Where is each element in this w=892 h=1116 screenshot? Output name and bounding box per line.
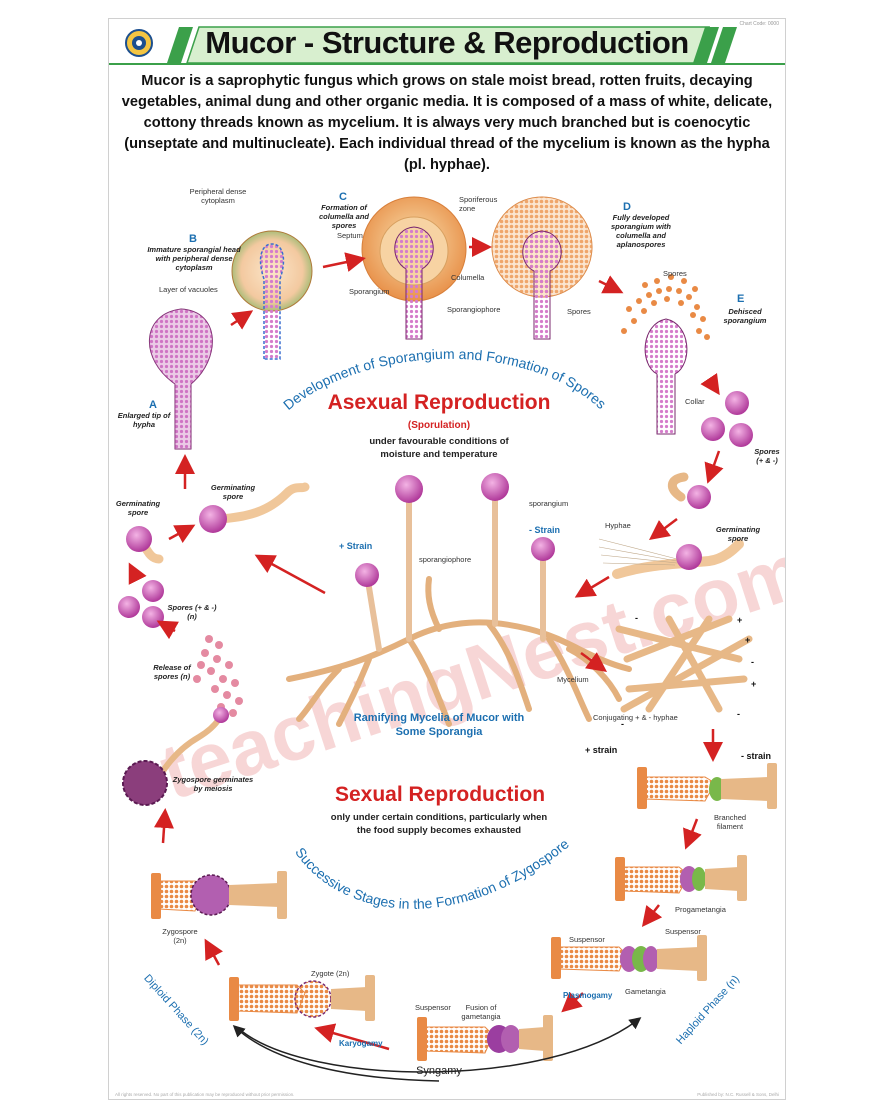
stage-c-columella <box>361 196 467 340</box>
germinating-zygospore <box>122 707 229 806</box>
label-minus-strain: - Strain <box>529 525 561 535</box>
step-b-label: Immature sporangial head with peripheral… <box>147 245 241 272</box>
label-progametangia: Progametangia <box>675 905 726 914</box>
label-minus-strain-sexual: - strain <box>741 751 772 761</box>
stage-b-immature-sporangium <box>231 230 313 360</box>
header-band <box>109 26 785 65</box>
asexual-title: Asexual Reproduction <box>327 391 551 414</box>
step-c-label: Formation of columella and spores <box>318 203 369 230</box>
label-germinating-left-top: Germinating spore <box>210 483 256 501</box>
diagram-artwork: teachingNest.com <box>118 196 785 1082</box>
conjugating-hyphae <box>615 615 753 713</box>
stage-progametangia <box>615 855 747 901</box>
polarity-mark: - <box>751 657 754 667</box>
label-karyogamy: Karyogamy <box>339 1039 383 1048</box>
stage-zygote <box>229 975 375 1021</box>
step-e-letter: E <box>737 293 745 305</box>
label-zygospore-germinates: Zygospore germinates by meiosis <box>172 775 254 793</box>
sexual-condition: only under certain conditions, particula… <box>330 812 548 836</box>
step-b-letter: B <box>189 233 197 245</box>
polarity-mark: + <box>751 679 757 689</box>
flow-arrows <box>128 237 724 1051</box>
stage-branched-filament <box>637 763 777 809</box>
step-c-letter: C <box>339 191 347 203</box>
step-a-label: Enlarged tip of hypha <box>117 411 171 429</box>
label-peripheral: Peripheral dense cytoplasm <box>189 187 247 205</box>
syngamy-arc <box>238 1017 642 1073</box>
polarity-mark: - <box>621 719 624 729</box>
asexual-subtitle: (Sporulation) <box>407 420 471 431</box>
polarity-mark: + <box>737 615 743 625</box>
label-mycelium: Mycelium <box>557 675 589 684</box>
label-fusion: Fusion of gametangia <box>461 1003 501 1021</box>
germinating-spore-left-top <box>199 482 310 533</box>
label-spores-pm: Spores (+ & -) <box>754 447 780 465</box>
released-spores <box>193 635 243 717</box>
spores-left <box>118 580 164 628</box>
intro-paragraph: Mucor is a saprophytic fungus which grow… <box>121 73 773 173</box>
footer-left: All rights reserved. No part of this pub… <box>115 1092 295 1097</box>
stage-gametangia <box>551 935 707 981</box>
label-germinating-left: Germinating spore <box>115 499 161 517</box>
germinating-spore-right <box>598 472 744 579</box>
label-syngamy: Syngamy <box>416 1065 462 1077</box>
publisher-logo-icon <box>125 29 153 57</box>
label-suspensor-bottom: Suspensor <box>415 1003 451 1012</box>
footer-right: Published by: N.C. Russell & Sons, Delhi <box>697 1092 779 1097</box>
label-columella: Columella <box>451 273 485 282</box>
label-suspensor-left: Suspensor <box>569 935 605 944</box>
label-vacuoles: Layer of vacuoles <box>159 285 218 294</box>
label-release: Release of spores (n) <box>153 663 191 681</box>
stage-a-enlarged-tip <box>149 308 213 450</box>
label-gametangia: Gametangia <box>625 987 666 996</box>
label-sporangiophore: Sporangiophore <box>447 305 501 314</box>
stage-fusion <box>417 1015 553 1061</box>
label-sporangium: Sporangium <box>349 287 390 296</box>
label-sporangium-center: sporangium <box>529 499 569 508</box>
mycelia-caption: Ramifying Mycelia of Mucor with Some Spo… <box>353 712 525 738</box>
label-germinating-right: Germinating spore <box>715 525 761 543</box>
label-zygospore: Zygospore (2n) <box>162 927 198 945</box>
step-d-label: Fully developed sporangium with columell… <box>611 213 671 249</box>
label-sporiferous: Sporiferous zone <box>459 195 498 213</box>
label-plasmogamy: Plasmogamy <box>563 991 613 1000</box>
polarity-mark: - <box>737 709 740 719</box>
label-hyphae: Hyphae <box>605 521 631 530</box>
asexual-condition: under favourable conditions of moisture … <box>369 436 509 460</box>
label-spores-top: Spores <box>663 269 687 278</box>
label-plus-strain: + Strain <box>339 541 373 551</box>
stage-zygospore <box>151 871 287 919</box>
poster: Mucor - Structure & Reproduction Chart C… <box>108 18 786 1100</box>
polarity-mark: - <box>635 613 638 623</box>
label-collar: Collar <box>685 397 705 406</box>
label-sporangiophore-center: sporangiophore <box>419 555 472 564</box>
syngamy-arc-start <box>232 1024 440 1082</box>
label-suspensor-right: Suspensor <box>665 927 701 936</box>
polarity-mark: + <box>745 635 751 645</box>
spores-right <box>701 391 753 447</box>
stage-d-mature-sporangium <box>491 196 593 340</box>
label-plus-strain-sexual: + strain <box>585 745 618 755</box>
germinating-spore-left <box>126 526 164 564</box>
step-a-letter: A <box>149 399 157 411</box>
label-branched: Branched filament <box>713 813 747 831</box>
chart-code: Chart Code: 0000 <box>739 21 779 27</box>
label-zygote: Zygote (2n) <box>311 969 350 978</box>
arc-titles: Development of Sporangium and Formation … <box>280 346 609 912</box>
step-d-letter: D <box>623 201 631 213</box>
sexual-title: Sexual Reproduction <box>334 783 546 806</box>
label-spores: Spores <box>567 307 591 316</box>
step-e-label: Dehisced sporangium <box>723 307 767 325</box>
chart-title: Mucor - Structure & Reproduction <box>205 25 689 60</box>
sexual-arc-title: Successive Stages in the Formation of Zy… <box>292 835 572 911</box>
stage-e-dehisced-sporangium <box>621 274 710 435</box>
label-spores-left: Spores (+ & -) (n) <box>167 603 217 621</box>
label-conjugating: Conjugating + & - hyphae <box>593 713 678 722</box>
label-septum: Septum <box>337 231 363 240</box>
mycelium-sporangia <box>286 473 632 727</box>
